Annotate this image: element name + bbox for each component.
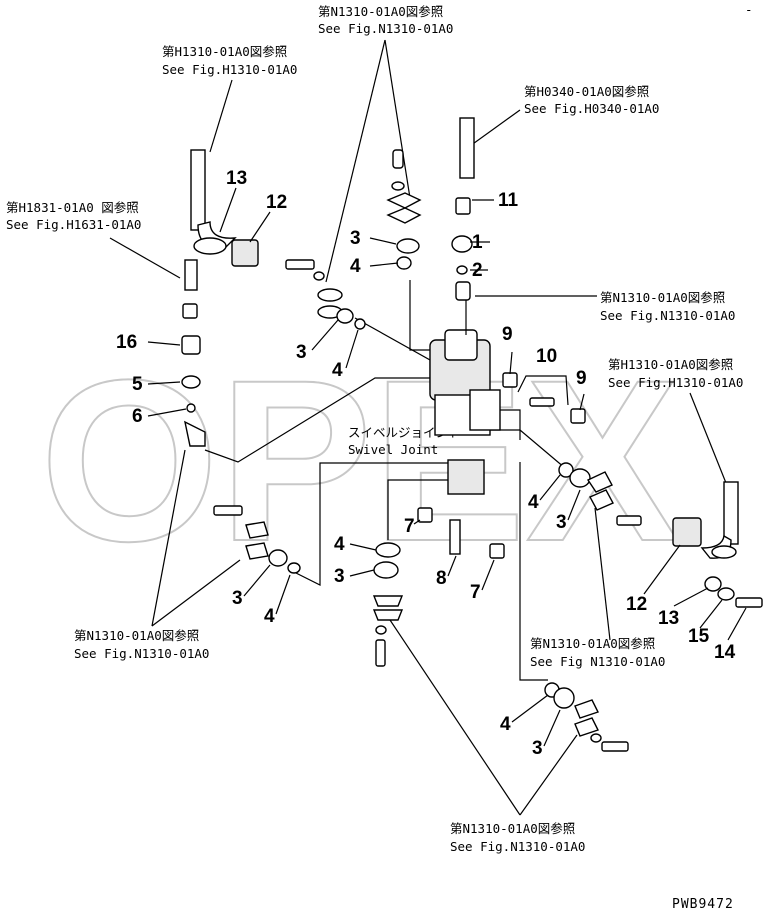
callout-4-a: 4: [350, 256, 361, 277]
callout-4-e: 4: [264, 606, 275, 627]
callout-3-a: 3: [350, 228, 361, 249]
ref-h1831: 第H1831-01A0 図参照 See Fig.H1631-01A0: [6, 200, 141, 232]
swivel-joint-body: [429, 300, 501, 495]
callouts: 1 2 3 3 3 3 3 3 4 4 4 4 4 4 5 6 7 7 8 9 …: [116, 168, 736, 759]
callout-7-b: 7: [470, 582, 481, 603]
callout-4-b: 4: [332, 360, 343, 381]
leader-lines: [109, 39, 729, 816]
callout-3-e: 3: [232, 588, 243, 609]
ref-h1310-left-jp: 第H1310-01A0図参照: [162, 44, 287, 59]
ref-n1310-lowleft-en: See Fig.N1310-01A0: [74, 646, 209, 661]
callout-9-b: 9: [576, 368, 587, 389]
ref-h1310-right-en: See Fig.H1310-01A0: [608, 375, 743, 390]
ref-h0340: 第H0340-01A0図参照 See Fig.H0340-01A0: [524, 84, 659, 116]
ref-n1310-right-jp: 第N1310-01A0図参照: [600, 290, 725, 305]
callout-12-b: 12: [626, 594, 647, 615]
corner-mark: -: [745, 2, 753, 17]
ref-n1310-right: 第N1310-01A0図参照 See Fig.N1310-01A0: [600, 290, 735, 323]
callout-6: 6: [132, 406, 143, 427]
swivel-joint-jp: スイベルジョイント: [348, 425, 461, 440]
callout-4-f: 4: [500, 714, 511, 735]
ref-h0340-jp: 第H0340-01A0図参照: [524, 84, 649, 99]
watermark: OPEX: [40, 332, 679, 589]
callout-3-f: 3: [532, 738, 543, 759]
ref-h1831-en: See Fig.H1631-01A0: [6, 217, 141, 232]
ref-top-jp: 第N1310-01A0図参照: [318, 4, 443, 19]
swivel-joint-label: スイベルジョイント Swivel Joint: [348, 425, 461, 457]
ref-h1310-right-jp: 第H1310-01A0図参照: [608, 357, 733, 372]
callout-13-a: 13: [226, 168, 247, 189]
callout-leaders: [147, 187, 747, 747]
ref-h1310-left: 第H1310-01A0図参照 See Fig.H1310-01A0: [162, 44, 297, 77]
callout-4-c: 4: [528, 492, 539, 513]
ref-h1310-left-en: See Fig.H1310-01A0: [162, 62, 297, 77]
ref-n1310-right-en: See Fig.N1310-01A0: [600, 308, 735, 323]
ref-h1310-right: 第H1310-01A0図参照 See Fig.H1310-01A0: [608, 357, 743, 390]
callout-4-d: 4: [334, 534, 345, 555]
callout-9-a: 9: [502, 324, 513, 345]
ref-n1310-bottom-jp: 第N1310-01A0図参照: [450, 821, 575, 836]
ref-n1310-lowright: 第N1310-01A0図参照 See Fig N1310-01A0: [530, 636, 665, 669]
callout-5: 5: [132, 374, 143, 395]
ref-top: 第N1310-01A0図参照 See Fig.N1310-01A0: [318, 4, 453, 36]
ref-n1310-lowleft-jp: 第N1310-01A0図参照: [74, 628, 199, 643]
ref-h0340-en: See Fig.H0340-01A0: [524, 101, 659, 116]
callout-7-a: 7: [404, 516, 415, 537]
callout-11: 11: [498, 190, 519, 211]
callout-16: 16: [116, 332, 137, 353]
callout-15: 15: [688, 626, 710, 647]
ref-top-en: See Fig.N1310-01A0: [318, 21, 453, 36]
callout-13-b: 13: [658, 608, 679, 629]
callout-12-a: 12: [266, 192, 287, 213]
fittings: [181, 149, 763, 752]
callout-10: 10: [536, 346, 557, 367]
ref-n1310-lowright-jp: 第N1310-01A0図参照: [530, 636, 655, 651]
callout-3-d: 3: [334, 566, 345, 587]
ref-h1831-jp: 第H1831-01A0 図参照: [6, 200, 139, 215]
ref-n1310-bottom: 第N1310-01A0図参照 See Fig.N1310-01A0: [450, 821, 585, 854]
callout-3-c: 3: [556, 512, 567, 533]
ref-n1310-lowright-en: See Fig N1310-01A0: [530, 654, 665, 669]
callout-3-b: 3: [296, 342, 307, 363]
ref-n1310-bottom-en: See Fig.N1310-01A0: [450, 839, 585, 854]
callout-8: 8: [436, 568, 447, 589]
callout-14: 14: [714, 642, 736, 663]
swivel-joint-en: Swivel Joint: [348, 442, 438, 457]
ref-n1310-lowleft: 第N1310-01A0図参照 See Fig.N1310-01A0: [74, 628, 209, 661]
drawing-code: PWB9472: [672, 897, 734, 912]
